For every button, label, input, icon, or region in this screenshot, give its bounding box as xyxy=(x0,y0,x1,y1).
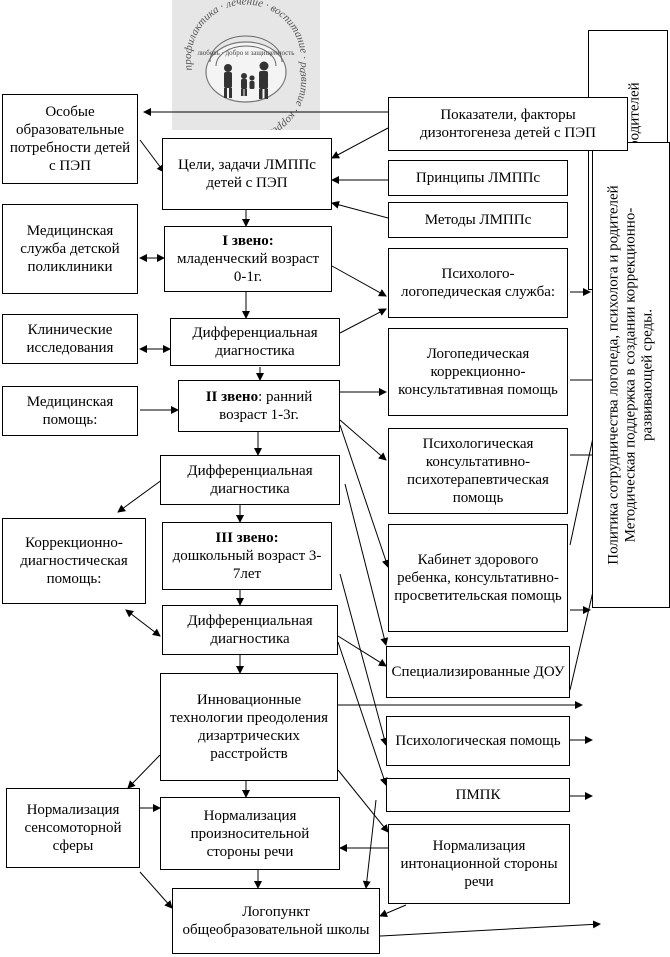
logopunkt-text: Логопункт общеобразовательной школы xyxy=(182,904,370,938)
principles-text: Принципы ЛМППс xyxy=(415,170,541,186)
normal-pronunciation-box: Нормализация произносительной стороны ре… xyxy=(160,797,340,870)
diff-diag-2-box: Дифференциальная диагностика xyxy=(160,455,340,505)
special-dou-text: Специализированные ДОУ xyxy=(391,664,565,680)
goals-box: Цели, задачи ЛМППс детей с ПЭП xyxy=(162,138,332,210)
family-emblem-icon: профилактика · лечение · воспитание · ра… xyxy=(172,0,320,144)
methods-text: Методы ЛМППс xyxy=(424,212,532,228)
indicators-text: Показатели, факторы дизонтогенеза детей … xyxy=(420,107,596,141)
level1-title: I звено: xyxy=(222,233,274,249)
normal-pronunciation-text: Нормализация произносительной стороны ре… xyxy=(190,807,310,860)
psych-consult-box: Психологическая консультативно-психотера… xyxy=(388,428,568,514)
level3-box: III звено: дошкольный возраст 3-7лет xyxy=(162,522,332,590)
parents-policy-text: Политика сотрудничества логопеда, психол… xyxy=(605,185,622,565)
psych-help-box: Психологическая помощь xyxy=(386,716,570,766)
level3-title: III звено: xyxy=(215,530,279,546)
pmpk-box: ПМПК xyxy=(386,778,570,812)
correction-diag-box: Коррекционно-диагностическая помощь: xyxy=(2,518,146,604)
diff-diag-1-box: Дифференциальная диагностика xyxy=(170,318,340,366)
medical-service-text: Медицинская служба детской поликлиники xyxy=(20,223,120,275)
support-panel: Политика сотрудничества логопеда, психол… xyxy=(592,142,670,608)
normal-intonation-box: Нормализация интонационной стороны речи xyxy=(388,824,570,904)
medical-help-text: Медицинская помощь: xyxy=(26,394,114,428)
diff-diag-2-text: Дифференциальная диагностика xyxy=(187,463,313,497)
level1-text: младенческий возраст 0-1г. xyxy=(176,251,320,285)
diff-diag-3-text: Дифференциальная диагностика xyxy=(187,613,313,647)
methods-box: Методы ЛМППс xyxy=(388,202,568,238)
diff-diag-1-text: Дифференциальная диагностика xyxy=(192,325,318,359)
diff-diag-3-box: Дифференциальная диагностика xyxy=(162,605,338,655)
logo-emblem: профилактика · лечение · воспитание · ра… xyxy=(172,0,320,144)
correction-diag-text: Коррекционно-диагностическая помощь: xyxy=(20,535,128,587)
innovations-text: Инновационные технологии преодоления диз… xyxy=(169,692,329,762)
clinical-research-text: Клинические исследования xyxy=(26,322,114,356)
normal-intonation-text: Нормализация интонационной стороны речи xyxy=(400,838,558,890)
special-needs-box: Особые образовательные потребности детей… xyxy=(2,94,138,184)
psych-help-text: Психологическая помощь xyxy=(395,733,561,749)
healthy-child-text: Кабинет здорового ребенка, консультативн… xyxy=(394,552,562,604)
medical-service-box: Медицинская служба детской поликлиники xyxy=(2,204,138,294)
psych-consult-text: Психологическая консультативно-психотера… xyxy=(407,436,549,506)
normal-sensomotor-text: Нормализация сенсомоторной сферы xyxy=(24,802,122,854)
level2-text: : ранний возраст 1-3г. xyxy=(219,389,313,423)
level2-title: II звено xyxy=(205,389,259,405)
special-needs-text: Особые образовательные потребности детей… xyxy=(9,104,131,174)
speech-correction-text: Логопедическая коррекционно-консультатив… xyxy=(398,346,558,398)
medical-help-box: Медицинская помощь: xyxy=(2,386,138,436)
methodical-support-text-2: развивающей среды. xyxy=(639,309,656,442)
logopunkt-box: Логопункт общеобразовательной школы xyxy=(172,888,380,954)
level3-text: дошкольный возраст 3-7лет xyxy=(172,548,322,582)
level2-line: II звено: ранний возраст 1-3г. xyxy=(183,388,335,424)
logo-inner-text: любовь · добро и защищенность xyxy=(197,49,294,57)
psych-speech-service-text: Психолого-логопедическая служба: xyxy=(400,266,556,300)
principles-box: Принципы ЛМППс xyxy=(388,160,568,196)
normal-sensomotor-box: Нормализация сенсомоторной сферы xyxy=(6,788,140,868)
level1-box: I звено: младенческий возраст 0-1г. xyxy=(164,226,332,292)
goals-text: Цели, задачи ЛМППс детей с ПЭП xyxy=(178,157,316,191)
clinical-research-box: Клинические исследования xyxy=(2,314,138,364)
innovations-box: Инновационные технологии преодоления диз… xyxy=(160,673,338,781)
healthy-child-box: Кабинет здорового ребенка, консультативн… xyxy=(388,524,568,632)
level2-box: II звено: ранний возраст 1-3г. xyxy=(178,380,340,432)
psych-speech-service-box: Психолого-логопедическая служба: xyxy=(388,248,568,318)
pmpk-text: ПМПК xyxy=(455,787,501,803)
methodical-support-text-1: Методическая поддержка в создании коррек… xyxy=(622,207,639,543)
special-dou-box: Специализированные ДОУ xyxy=(386,646,570,698)
indicators-box: Показатели, факторы дизонтогенеза детей … xyxy=(388,97,628,151)
speech-correction-box: Логопедическая коррекционно-консультатив… xyxy=(388,328,568,416)
